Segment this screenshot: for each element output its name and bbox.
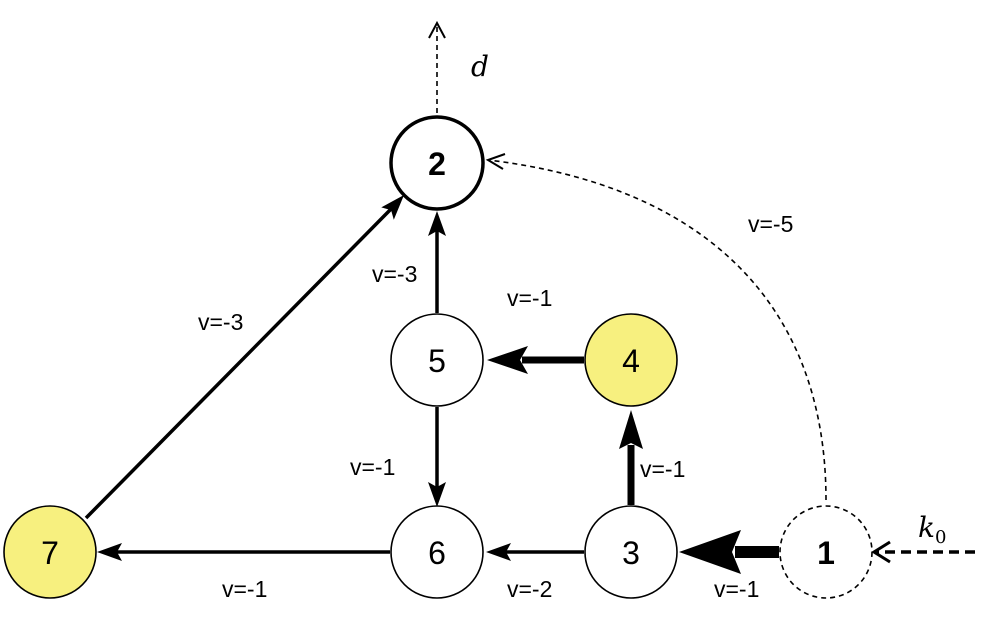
edge-1-3-label: v=-1 <box>714 576 759 602</box>
node-3: 3 <box>584 505 678 599</box>
edge-1-2-arrowhead <box>485 153 506 170</box>
edge-labels: v=-5 v=-1 v=-1 v=-1 v=-3 v=-1 v=-2 v=-1 … <box>198 211 793 602</box>
edge-5-2-label: v=-3 <box>372 261 417 287</box>
edge-7-2-label: v=-3 <box>198 309 243 335</box>
output-label: d <box>471 50 489 83</box>
node-1: 1 <box>779 505 873 599</box>
input-symbol: k <box>918 511 935 544</box>
node-1-circle <box>779 505 873 599</box>
external-labels: k0 d <box>471 50 946 548</box>
node-2: 2 <box>389 115 485 211</box>
edge-6-7-arrowhead <box>97 543 122 561</box>
edge-1-3-arrowhead <box>679 530 741 574</box>
node-3-label: 3 <box>622 535 640 571</box>
edge-5-6-arrowhead <box>428 482 446 507</box>
edges <box>84 20 975 574</box>
input-label: k0 <box>918 511 946 548</box>
edge-4-5-arrowhead <box>487 346 528 374</box>
edge-3-4-label: v=-1 <box>640 456 685 482</box>
node-4-circle <box>584 313 678 407</box>
node-2-label: 2 <box>428 146 446 182</box>
node-7-label: 7 <box>41 535 59 571</box>
edge-3-6-label: v=-2 <box>507 576 552 602</box>
edge-5-6-label: v=-1 <box>350 454 395 480</box>
node-6-label: 6 <box>428 535 446 571</box>
node-5-label: 5 <box>428 343 446 379</box>
nodes: 2 5 4 6 3 7 1 <box>3 115 873 599</box>
node-6: 6 <box>390 505 484 599</box>
input-subscript: 0 <box>935 527 946 548</box>
node-4-label: 4 <box>622 343 640 379</box>
edge-7-2 <box>84 204 396 520</box>
edge-1-2-label: v=-5 <box>748 211 793 237</box>
node-4: 4 <box>584 313 678 407</box>
node-2-circle <box>389 115 485 211</box>
input-k0-arrowhead <box>871 540 891 564</box>
edge-3-4-arrowhead <box>619 410 643 449</box>
node-5: 5 <box>390 313 484 407</box>
node-5-circle <box>390 313 484 407</box>
node-1-label: 1 <box>817 535 835 571</box>
output-d-arrowhead <box>428 20 446 39</box>
edge-4-5-label: v=-1 <box>507 285 552 311</box>
edge-6-7-label: v=-1 <box>222 576 267 602</box>
node-6-circle <box>390 505 484 599</box>
edge-5-2-arrowhead <box>428 211 446 236</box>
edge-3-6-arrowhead <box>486 543 511 561</box>
node-7: 7 <box>3 505 97 599</box>
node-3-circle <box>584 505 678 599</box>
edge-7-2-arrowhead <box>381 195 404 220</box>
node-7-circle <box>3 505 97 599</box>
